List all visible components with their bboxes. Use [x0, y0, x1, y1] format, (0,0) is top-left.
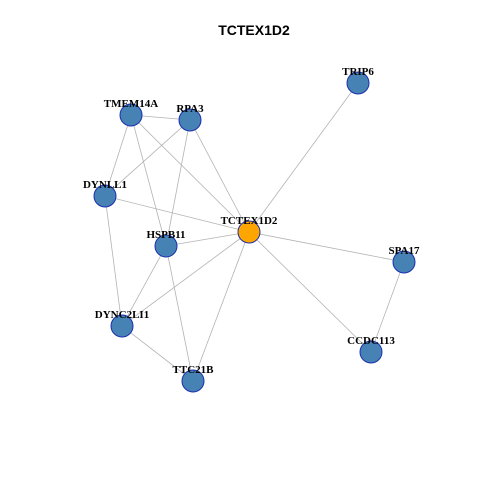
edge-tctex1d2-dynll1: [104, 195, 250, 233]
node-ttc21b[interactable]: [181, 369, 205, 393]
node-label-ccdc113: CCDC113: [347, 335, 395, 347]
edge-tctex1d2-dync2li1: [121, 231, 250, 327]
edge-hspb11-dync2li1: [121, 245, 167, 327]
edge-hspb11-ttc21b: [165, 245, 194, 382]
edge-dync2li1-ttc21b: [121, 325, 194, 382]
node-trip6[interactable]: [346, 71, 370, 95]
edge-tctex1d2-ttc21b: [192, 231, 250, 382]
node-label-spa17: SPA17: [389, 245, 420, 257]
node-label-ttc21b: TTC21B: [173, 364, 215, 376]
edge-tctex1d2-tmem14a: [130, 114, 250, 233]
edge-tctex1d2-hspb11: [165, 231, 250, 247]
node-label-dync2li1: DYNC2LI1: [95, 309, 149, 321]
node-label-rpa3: RPA3: [176, 103, 204, 115]
node-label-hspb11: HSPB11: [146, 229, 185, 241]
node-label-tctex1d2: TCTEX1D2: [221, 215, 278, 227]
edge-tmem14a-hspb11: [130, 114, 167, 247]
edge-tmem14a-dynll1: [104, 114, 132, 197]
edge-tctex1d2-trip6: [248, 82, 359, 233]
node-label-trip6: TRIP6: [342, 66, 374, 78]
node-label-dynll1: DYNLL1: [83, 179, 127, 191]
edge-tctex1d2-ccdc113: [248, 231, 372, 353]
edge-tctex1d2-spa17: [248, 231, 405, 263]
edge-rpa3-hspb11: [165, 119, 191, 247]
node-tctex1d2[interactable]: [237, 220, 261, 244]
graph-title: TCTEX1D2: [218, 22, 290, 38]
edge-rpa3-dynll1: [104, 119, 191, 197]
node-dynll1[interactable]: [93, 184, 117, 208]
node-spa17[interactable]: [392, 250, 416, 274]
node-dync2li1[interactable]: [110, 314, 134, 338]
edge-tctex1d2-rpa3: [189, 119, 250, 233]
node-rpa3[interactable]: [178, 108, 202, 132]
node-hspb11[interactable]: [154, 234, 178, 258]
edge-layer: [104, 82, 405, 382]
edge-spa17-ccdc113: [370, 261, 405, 353]
node-label-tmem14a: TMEM14A: [104, 98, 158, 110]
edge-dynll1-dync2li1: [104, 195, 123, 327]
node-layer: [93, 71, 416, 393]
node-ccdc113[interactable]: [359, 340, 383, 364]
node-tmem14a[interactable]: [119, 103, 143, 127]
